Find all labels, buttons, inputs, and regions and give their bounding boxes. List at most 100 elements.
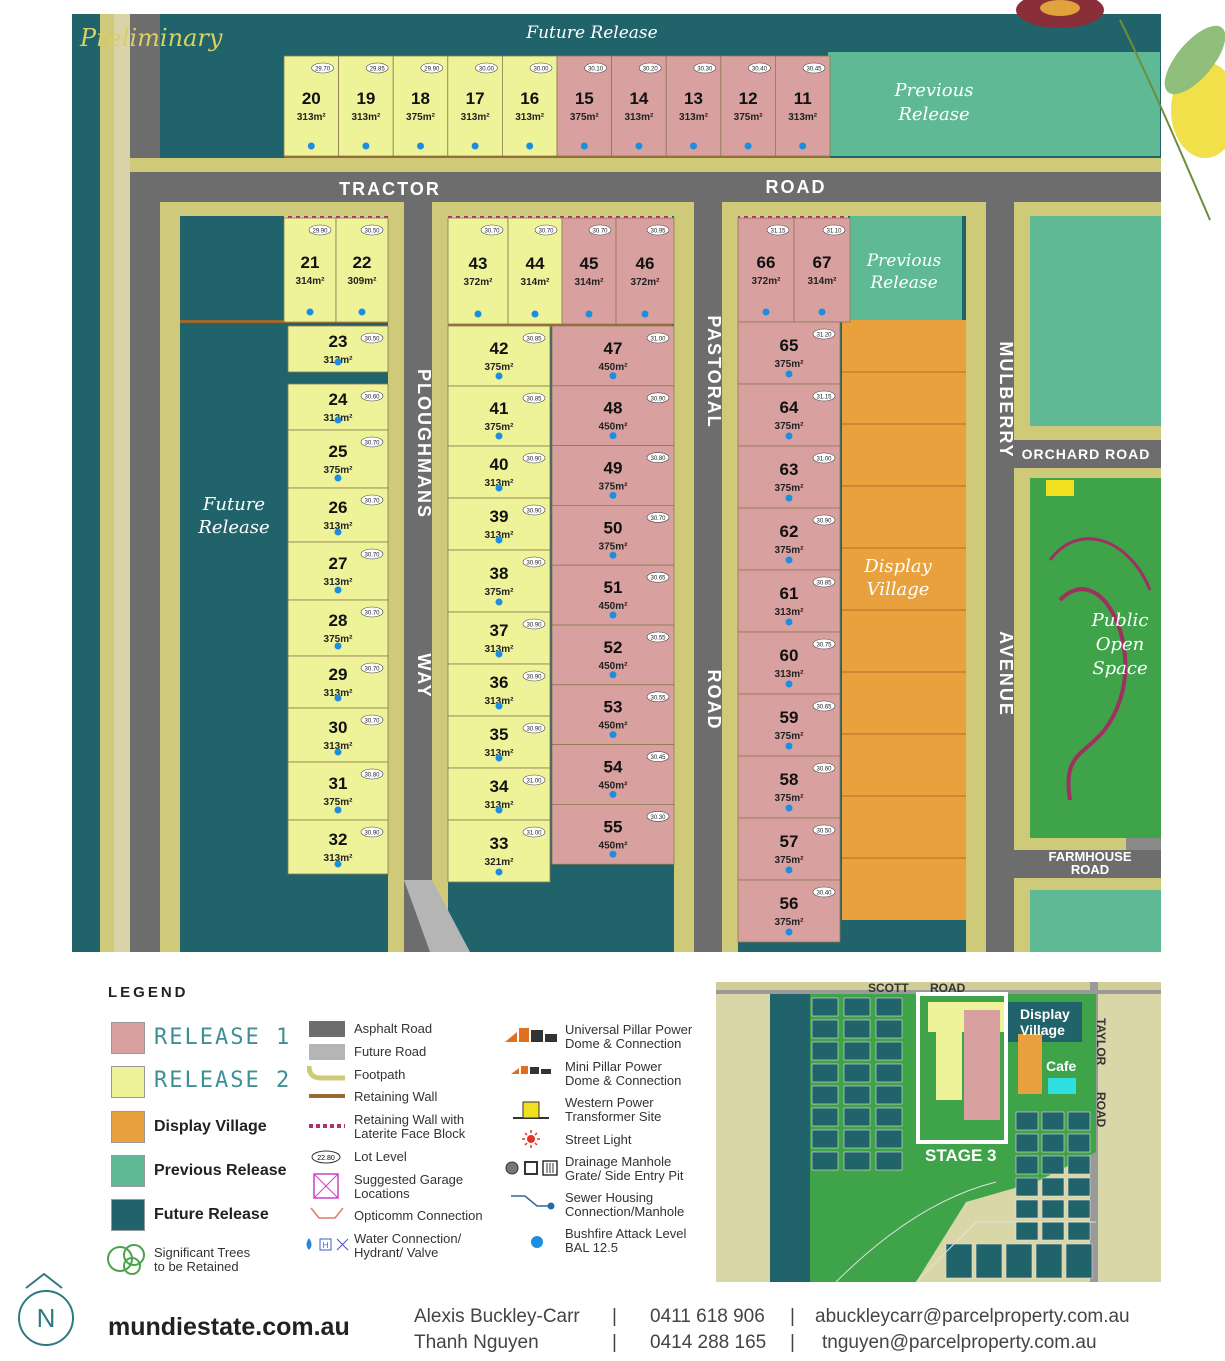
lot-44[interactable] xyxy=(507,217,563,325)
lot-level-text: 30.50 xyxy=(364,229,380,235)
legend-title: LEGEND xyxy=(108,984,189,1001)
release2-label: RELEASE 2 xyxy=(154,1068,292,1093)
lot-area: 375m² xyxy=(485,362,515,373)
inset-block xyxy=(1015,1177,1039,1197)
lot-area: 372m² xyxy=(631,277,661,288)
lot-level-text: 29.85 xyxy=(370,67,386,73)
lot-number: 63 xyxy=(780,460,799,479)
preliminary-watermark: Preliminary xyxy=(79,24,223,52)
bal-dot-icon xyxy=(785,680,793,688)
lot-15[interactable] xyxy=(556,55,612,157)
inset-block xyxy=(945,1243,973,1279)
lot-level-text: 30.00 xyxy=(479,67,495,73)
display-village-label-2: Village xyxy=(867,579,930,600)
lot-area: 375m² xyxy=(324,465,354,476)
lot-19[interactable] xyxy=(338,55,394,157)
lot-number: 41 xyxy=(490,399,509,418)
inset-block xyxy=(811,997,839,1017)
lot-67[interactable] xyxy=(793,217,851,323)
lot-level-bubble xyxy=(360,494,384,506)
bal-dot-icon xyxy=(609,790,617,798)
lot-46[interactable] xyxy=(615,217,675,325)
footpath-label: Footpath xyxy=(354,1067,406,1082)
lot-level-text: 30.70 xyxy=(650,516,666,522)
inset-block xyxy=(811,1063,839,1083)
decorative-leaves-icon xyxy=(1016,0,1225,221)
bal-dot-icon xyxy=(531,310,539,318)
north-arrow-icon xyxy=(25,1272,63,1289)
previous-release-swatch xyxy=(111,1155,145,1187)
inset-taylor: TAYLOR xyxy=(1094,1018,1108,1066)
bal-dot-icon xyxy=(585,310,593,318)
bal-dot-icon xyxy=(358,308,366,316)
contact-phone-1[interactable]: 0411 618 906 xyxy=(650,1306,765,1327)
bal-dot-icon xyxy=(474,310,482,318)
lot-14[interactable] xyxy=(611,55,667,157)
lot-number: 39 xyxy=(490,507,509,526)
lot-21[interactable] xyxy=(283,217,337,323)
lot-number: 30 xyxy=(329,718,348,737)
lot-area: 450m² xyxy=(599,721,629,732)
lots-layer: 20313m²29.7019313m²29.8518375m²29.901731… xyxy=(283,55,851,943)
lot-level-text: 30.90 xyxy=(526,509,542,515)
lot-area: 375m² xyxy=(570,112,600,123)
farmhouse-label-1: FARMHOUSE xyxy=(1048,849,1131,864)
lot-22[interactable] xyxy=(335,217,389,323)
lot-level-bubble xyxy=(360,224,384,236)
inset-block xyxy=(875,997,903,1017)
lot-level-bubble xyxy=(646,332,670,344)
lot-17[interactable] xyxy=(447,55,503,157)
lot-area: 313m² xyxy=(485,696,515,707)
previous-release-mid-label-1: Previous xyxy=(866,251,942,271)
inset-village: Village xyxy=(1020,1022,1065,1038)
lot-level-text: 30.60 xyxy=(816,767,832,773)
bal-dot-icon xyxy=(495,536,503,544)
inset-block xyxy=(811,1107,839,1127)
display-village-area xyxy=(842,320,966,920)
lot-level-bubble xyxy=(522,392,546,404)
lot-number: 16 xyxy=(520,89,539,108)
inset-block xyxy=(843,1129,871,1149)
lot-number: 21 xyxy=(301,253,320,272)
street-light-label: Street Light xyxy=(565,1132,632,1147)
lot-number: 60 xyxy=(780,646,799,665)
lot-66[interactable] xyxy=(737,217,795,323)
inset-block xyxy=(811,1041,839,1061)
inset-block xyxy=(875,1129,903,1149)
universal-pillar-power-icon xyxy=(505,1028,557,1042)
footpath-icon xyxy=(307,1065,345,1081)
contact-email-1[interactable]: abuckleycarr@parcelproperty.com.au xyxy=(815,1306,1130,1327)
bal-dot-icon xyxy=(609,671,617,679)
lot-level-text: 30.40 xyxy=(816,891,832,897)
retaining-wall-label: Retaining Wall xyxy=(354,1089,438,1104)
lot-level-text: 30.45 xyxy=(806,67,822,73)
lot-level-text: 30.90 xyxy=(526,623,542,629)
lot-level-text: 30.90 xyxy=(650,396,666,402)
tractor-road xyxy=(130,172,1161,202)
lot-43[interactable] xyxy=(447,217,509,325)
website-link[interactable]: mundiestate.com.au xyxy=(108,1313,350,1341)
display-village-label-1: Display xyxy=(863,556,932,577)
lot-20[interactable] xyxy=(283,55,339,157)
contact-email-2[interactable]: tnguyen@parcelproperty.com.au xyxy=(822,1332,1097,1353)
lot-11[interactable] xyxy=(775,55,831,157)
lot-level-bubble xyxy=(646,631,670,643)
lot-area: 313m² xyxy=(485,644,515,655)
inset-block xyxy=(1005,1243,1033,1279)
svg-text:H: H xyxy=(323,1241,329,1250)
future-release-left-area xyxy=(180,326,288,952)
lot-level-text: 30.70 xyxy=(538,229,554,235)
lot-level-text: 30.60 xyxy=(364,395,380,401)
water-hydrant-valve-icon: H xyxy=(306,1238,349,1251)
lot-number: 18 xyxy=(411,89,430,108)
bal-dot-icon xyxy=(495,868,503,876)
lot-45[interactable] xyxy=(561,217,617,325)
contact-phone-2[interactable]: 0414 288 165 xyxy=(650,1332,767,1353)
bal-dot-icon xyxy=(609,731,617,739)
lot-level-text: 31.20 xyxy=(816,333,832,339)
lot-13[interactable] xyxy=(665,55,722,157)
future-road-swatch xyxy=(309,1044,345,1060)
lot-level-text: 30.85 xyxy=(526,397,542,403)
pastoral-label: PASTORAL xyxy=(704,315,724,428)
